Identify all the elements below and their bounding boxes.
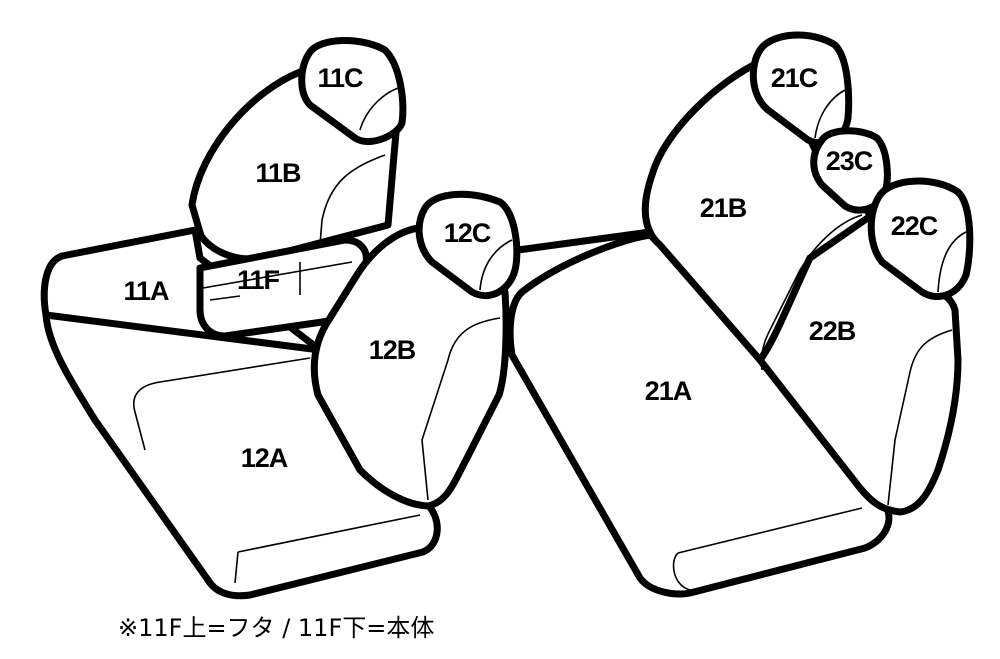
label-11c: 11C — [317, 63, 363, 93]
label-21b: 21B — [700, 193, 747, 223]
label-12b: 12B — [369, 335, 416, 365]
label-21a: 21A — [645, 376, 692, 406]
part-11c-headrest — [298, 37, 407, 146]
label-12a: 12A — [241, 443, 288, 473]
part-22b-backrest — [756, 211, 962, 516]
label-21c: 21C — [771, 63, 818, 93]
part-21c-headrest — [749, 31, 853, 147]
label-11a: 11A — [123, 276, 169, 306]
part-12c-headrest — [415, 190, 521, 300]
label-11f: 11F — [237, 265, 280, 295]
label-22b: 22B — [809, 316, 856, 346]
part-21a-cushion — [506, 231, 893, 598]
part-22c-headrest — [867, 177, 974, 300]
label-23c: 23C — [826, 146, 873, 176]
label-22c: 22C — [891, 211, 938, 241]
connector-line — [514, 228, 654, 254]
footnote: ※11F上=フタ / 11F下=本体 — [118, 614, 435, 642]
label-12c: 12C — [444, 218, 491, 248]
label-11b: 11B — [255, 158, 301, 188]
